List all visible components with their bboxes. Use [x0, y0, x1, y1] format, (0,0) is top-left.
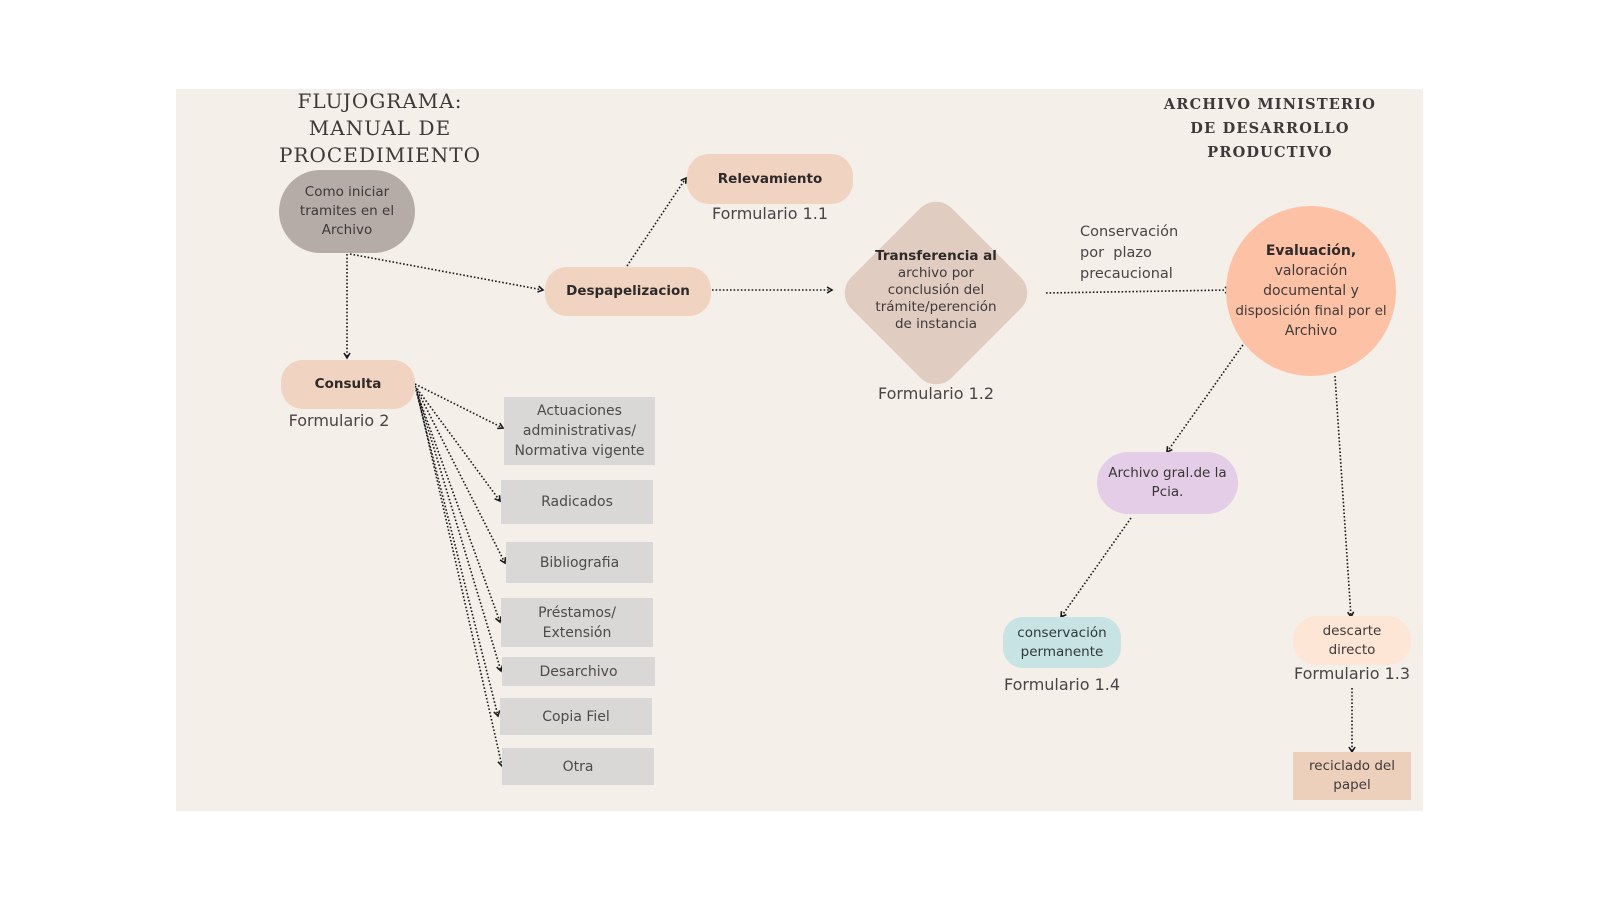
transferencia-line-2: archivo por	[897, 265, 975, 281]
title-line-1: FLUJOGRAMA:	[297, 89, 463, 113]
precaucional-line-3: precaucional	[1080, 266, 1173, 282]
reciclado-line-1: reciclado del	[1309, 758, 1395, 774]
reciclado-papel-node[interactable]: reciclado del papel	[1293, 752, 1411, 800]
relevamiento-label: Relevamiento	[717, 170, 823, 187]
precaucional-line-1: Conservación	[1080, 224, 1179, 240]
transferencia-title: Transferencia al	[875, 248, 997, 264]
permanente-form-label: Formulario 1.4	[1003, 675, 1121, 694]
transferencia-line-4: trámite/perención	[875, 299, 997, 315]
permanente-line-2: permanente	[1020, 643, 1104, 660]
relevamiento-form-label: Formulario 1.1	[711, 204, 829, 223]
start-line-3: Archivo	[321, 222, 373, 238]
evaluacion-title: Evaluación,	[1265, 243, 1357, 259]
transferencia-line-3: conclusión del	[887, 282, 985, 298]
option-3-label: Bibliografia	[539, 554, 620, 571]
conservacion-precaucional-label: Conservación por plazo precaucional	[1080, 222, 1178, 285]
consulta-option-actuaciones[interactable]: Actuaciones administrativas/ Normativa v…	[504, 397, 655, 465]
consulta-option-copia-fiel[interactable]: Copia Fiel	[500, 698, 652, 735]
descarte-line-2: directo	[1328, 641, 1376, 658]
option-4-line-1: Préstamos/	[538, 604, 616, 621]
conservacion-permanente-node[interactable]: conservación permanente	[1003, 617, 1121, 668]
evaluacion-line-3: documental y	[1263, 283, 1359, 299]
start-line-1: Como iniciar	[304, 184, 390, 200]
page-title: FLUJOGRAMA: MANUAL DE PROCEDIMIENTO	[205, 88, 555, 169]
permanente-line-1: conservación	[1017, 624, 1107, 641]
title-line-2: MANUAL DE PROCEDIMIENTO	[279, 116, 481, 167]
evaluacion-line-5: Archivo	[1284, 323, 1338, 339]
option-6-label: Copia Fiel	[542, 708, 610, 725]
org-line-2: DE DESARROLLO PRODUCTIVO	[1190, 120, 1350, 161]
consulta-option-prestamos[interactable]: Préstamos/ Extensión	[501, 598, 653, 647]
start-node[interactable]: Como iniciar tramites en el Archivo	[279, 170, 415, 253]
despapelizacion-node[interactable]: Despapelizacion	[545, 267, 711, 316]
option-1-line-3: Normativa vigente	[514, 443, 645, 459]
option-5-label: Desarchivo	[539, 663, 618, 680]
transferencia-form-label: Formulario 1.2	[877, 384, 995, 403]
evaluacion-node[interactable]: Evaluación, valoración documental y disp…	[1226, 206, 1396, 376]
archivo-pcia-node[interactable]: Archivo gral.de la Pcia.	[1097, 452, 1238, 514]
option-4-line-2: Extensión	[542, 624, 612, 641]
descarte-line-1: descarte	[1322, 622, 1382, 639]
consulta-label: Consulta	[314, 376, 382, 392]
option-1-line-1: Actuaciones	[537, 403, 622, 419]
transferencia-text: Transferencia al archivo por conclusión …	[860, 248, 1012, 333]
despapelizacion-label: Despapelizacion	[566, 283, 690, 299]
precaucional-line-2: por plazo	[1080, 245, 1152, 261]
option-2-label: Radicados	[541, 494, 613, 510]
option-7-label: Otra	[562, 758, 594, 775]
consulta-option-radicados[interactable]: Radicados	[501, 480, 653, 524]
evaluacion-line-2: valoración	[1274, 263, 1348, 279]
relevamiento-node[interactable]: Relevamiento	[687, 154, 853, 204]
descarte-form-label: Formulario 1.3	[1293, 664, 1411, 683]
descarte-directo-node[interactable]: descarte directo	[1293, 616, 1411, 665]
option-1-line-2: administrativas/	[522, 423, 637, 439]
consulta-option-otra[interactable]: Otra	[502, 748, 654, 785]
consulta-option-bibliografia[interactable]: Bibliografia	[506, 542, 653, 583]
archivo-pcia-line-1: Archivo gral.de la	[1108, 465, 1227, 481]
archivo-pcia-line-2: Pcia.	[1151, 484, 1184, 500]
start-line-2: tramites en el	[299, 203, 395, 219]
consulta-node[interactable]: Consulta	[281, 360, 415, 409]
transferencia-line-5: de instancia	[894, 316, 978, 332]
reciclado-line-2: papel	[1333, 777, 1371, 793]
evaluacion-line-4: disposición final por el	[1235, 303, 1387, 319]
consulta-option-desarchivo[interactable]: Desarchivo	[502, 657, 655, 686]
organization-title: ARCHIVO MINISTERIO DE DESARROLLO PRODUCT…	[1125, 93, 1415, 165]
consulta-form-label: Formulario 2	[288, 411, 390, 430]
org-line-1: ARCHIVO MINISTERIO	[1163, 96, 1377, 113]
